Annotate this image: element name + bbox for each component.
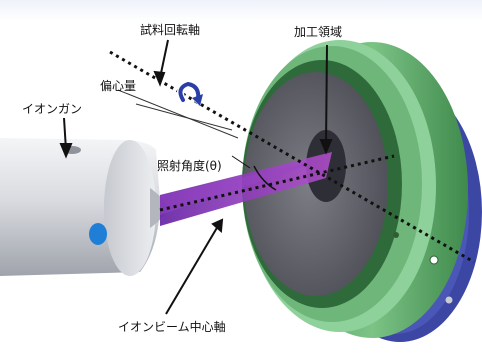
screw-icon xyxy=(445,296,453,304)
label-eccentricity: 偏心量 xyxy=(100,78,136,93)
ion-gun xyxy=(0,138,168,276)
irradiation-angle-arc xyxy=(253,165,277,191)
ion-gun-indicator-dot xyxy=(89,223,107,245)
sample-rotation-axis-line xyxy=(109,50,475,264)
label-processing-area: 加工領域 xyxy=(294,24,342,39)
label-ion-gun: イオンガン xyxy=(22,102,82,116)
rotation-arrow-icon xyxy=(176,80,203,106)
label-ion-beam-center-axis: イオンビーム中心軸 xyxy=(118,319,226,334)
label-irradiation-angle: 照射角度(θ) xyxy=(157,158,222,173)
hole-icon xyxy=(429,255,439,265)
eccentricity-indicator xyxy=(117,89,239,139)
ion-beam-center-axis-line xyxy=(159,154,395,212)
leader-arrows xyxy=(59,39,333,315)
label-sample-rotation-axis: 試料回転軸 xyxy=(140,22,200,37)
hole-icon xyxy=(393,232,399,238)
